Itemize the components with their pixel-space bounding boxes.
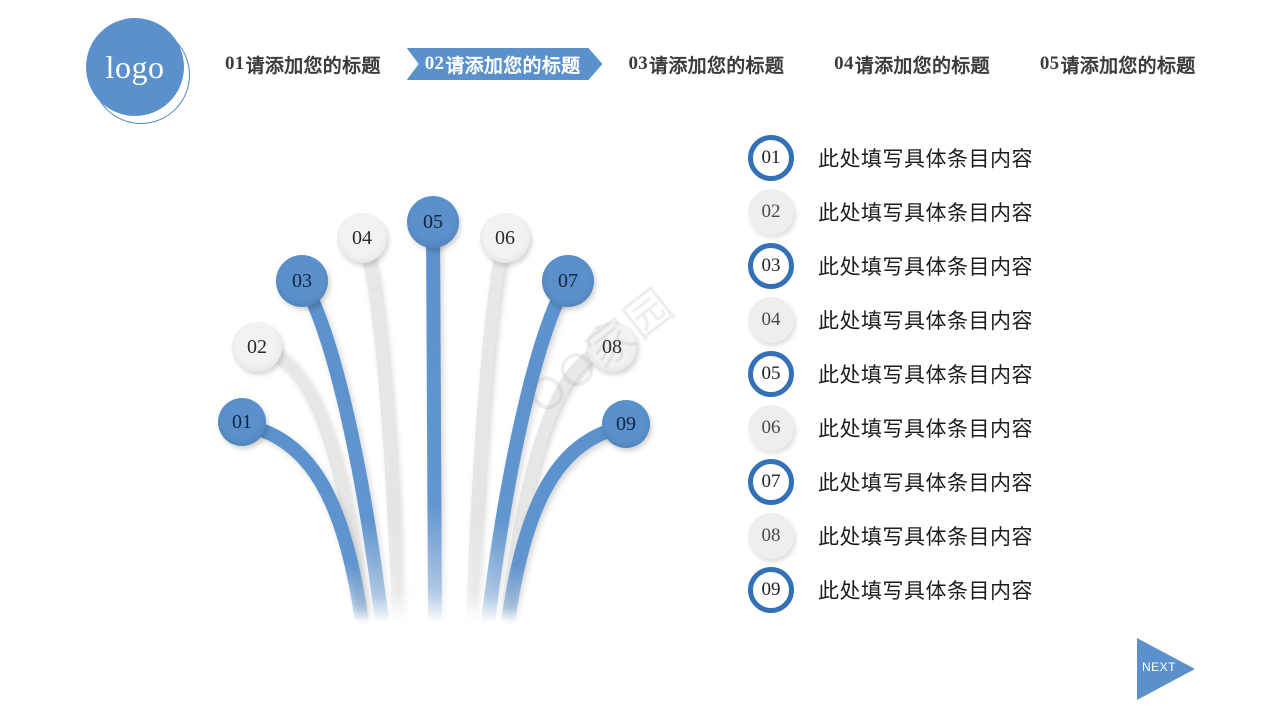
fan-diagram: 01 02 03 04 05 06 07 08 09 (150, 150, 730, 650)
next-arrow-icon (1137, 638, 1195, 700)
list-bullet-05: 05 (748, 351, 794, 397)
fan-node-07-label: 07 (558, 269, 578, 292)
fan-node-01[interactable]: 01 (218, 398, 266, 446)
list-bullet-02: 02 (748, 189, 794, 235)
list-item-06-text: 此处填写具体条目内容 (818, 417, 1033, 441)
fan-node-06-label: 06 (495, 226, 515, 249)
list-bullet-09-number: 09 (761, 579, 781, 600)
list-item-09-text: 此处填写具体条目内容 (818, 579, 1033, 603)
fan-node-04[interactable]: 04 (337, 213, 387, 263)
list-bullet-06-number: 06 (761, 417, 781, 438)
list-item-03-text: 此处填写具体条目内容 (818, 255, 1033, 279)
fan-node-02-label: 02 (247, 335, 267, 358)
fan-node-05[interactable]: 05 (407, 196, 459, 248)
logo[interactable]: logo (86, 18, 198, 130)
nav-item-04-number: 04 (834, 53, 854, 74)
next-button-label: NEXT (1142, 660, 1177, 674)
fan-node-09[interactable]: 09 (602, 400, 650, 448)
fan-node-07[interactable]: 07 (542, 255, 594, 307)
list-item-01-text: 此处填写具体条目内容 (818, 147, 1033, 171)
list-item-04-text: 此处填写具体条目内容 (818, 309, 1033, 333)
list-item[interactable]: 02 此处填写具体条目内容 (748, 185, 1168, 239)
list-item[interactable]: 08 此处填写具体条目内容 (748, 509, 1168, 563)
list-bullet-07-number: 07 (761, 471, 781, 492)
nav-item-02-label: 请添加您的标题 (445, 55, 581, 77)
list-item[interactable]: 05 此处填写具体条目内容 (748, 347, 1168, 401)
fan-node-04-label: 04 (352, 226, 372, 249)
fan-node-03[interactable]: 03 (276, 255, 328, 307)
fan-node-09-label: 09 (616, 412, 636, 435)
logo-disc: logo (86, 18, 184, 116)
fan-node-03-label: 03 (292, 269, 312, 292)
list-bullet-05-number: 05 (761, 363, 781, 384)
nav-item-03-number: 03 (628, 53, 649, 74)
fan-node-06[interactable]: 06 (480, 213, 530, 263)
nav-item-05-label: 请添加您的标题 (1060, 55, 1196, 77)
fan-node-08-label: 08 (602, 335, 622, 358)
list-bullet-08: 08 (748, 513, 794, 559)
list-item[interactable]: 01 此处填写具体条目内容 (748, 131, 1168, 185)
nav-item-01-label: 请添加您的标题 (245, 55, 381, 77)
list-bullet-04-number: 04 (761, 309, 781, 330)
list-bullet-03-number: 03 (761, 255, 781, 276)
list-item-07-text: 此处填写具体条目内容 (818, 471, 1033, 495)
fan-node-05-label: 05 (423, 210, 443, 233)
list-item[interactable]: 07 此处填写具体条目内容 (748, 455, 1168, 509)
list-item-05-text: 此处填写具体条目内容 (818, 363, 1033, 387)
nav-item-01-number: 01 (225, 53, 245, 74)
list-bullet-09: 09 (748, 567, 794, 613)
fan-node-01-label: 01 (232, 410, 252, 433)
list-bullet-01-number: 01 (761, 147, 781, 168)
list-bullet-04: 04 (748, 297, 794, 343)
nav-item-04-label: 请添加您的标题 (854, 55, 990, 77)
nav-item-02-number: 02 (424, 53, 445, 74)
list-item[interactable]: 06 此处填写具体条目内容 (748, 401, 1168, 455)
nav-item-03-label: 请添加您的标题 (649, 55, 785, 77)
content-list: 01 此处填写具体条目内容 02 此处填写具体条目内容 03 此处填写具体条目内… (748, 131, 1168, 617)
fan-node-08[interactable]: 08 (587, 322, 637, 372)
list-bullet-03: 03 (748, 243, 794, 289)
logo-text: logo (105, 48, 165, 85)
next-button[interactable]: NEXT (1137, 638, 1199, 700)
list-bullet-08-number: 08 (761, 525, 781, 546)
list-bullet-06: 06 (748, 405, 794, 451)
list-item[interactable]: 04 此处填写具体条目内容 (748, 293, 1168, 347)
fan-node-02[interactable]: 02 (232, 322, 282, 372)
list-item-02-text: 此处填写具体条目内容 (818, 201, 1033, 225)
list-item[interactable]: 09 此处填写具体条目内容 (748, 563, 1168, 617)
nav-item-05-number: 05 (1039, 53, 1060, 74)
list-item[interactable]: 03 此处填写具体条目内容 (748, 239, 1168, 293)
list-bullet-07: 07 (748, 459, 794, 505)
list-bullet-01: 01 (748, 135, 794, 181)
list-item-08-text: 此处填写具体条目内容 (818, 525, 1033, 549)
list-bullet-02-number: 02 (761, 201, 781, 222)
